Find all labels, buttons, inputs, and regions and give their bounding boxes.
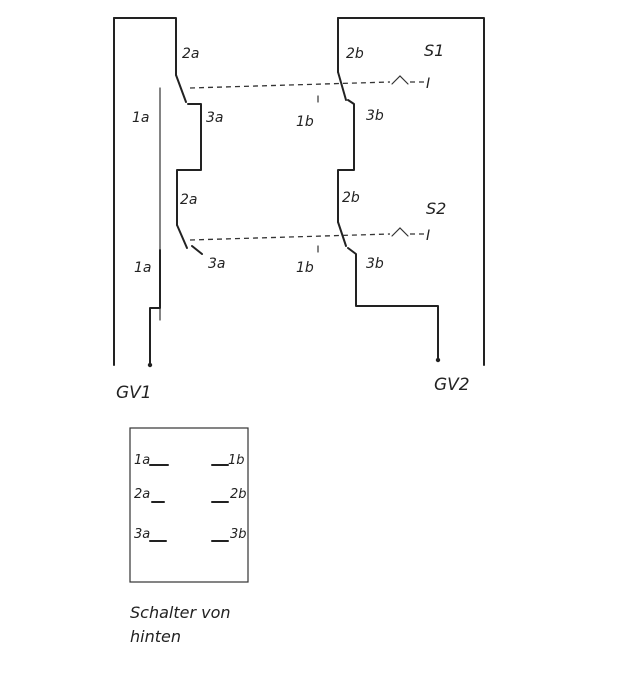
- label-s1-2b: 2b: [346, 46, 364, 62]
- s1-actuator-caret: [391, 75, 409, 85]
- label-s1: S1: [424, 41, 444, 60]
- label-s2: S2: [426, 199, 446, 218]
- rear-view-caption-line1: Schalter von: [130, 603, 231, 622]
- label-gv1: GV1: [116, 383, 152, 403]
- s1-lever-b: [337, 71, 347, 101]
- label-s2-1a: 1a: [134, 260, 152, 276]
- label-s1-3a: 3a: [206, 110, 224, 126]
- label-s1-marker: I: [426, 76, 430, 92]
- label-s1-1b: 1b: [296, 114, 314, 130]
- s2-mechanical-link: [189, 233, 391, 241]
- label-s2-2b: 2b: [342, 190, 360, 206]
- label-s1-1a: 1a: [132, 110, 150, 126]
- label-s2-1b: 1b: [296, 260, 314, 276]
- rear-view-caption-line2: hinten: [130, 627, 181, 646]
- label-s1-3b: 3b: [366, 108, 384, 124]
- label-gv2: GV2: [434, 375, 470, 395]
- rear-pin-2a: 2a: [134, 487, 150, 502]
- gv2-terminal-dot: [435, 357, 441, 363]
- s2-lever-b: [337, 221, 347, 247]
- label-s1-2a: 2a: [182, 46, 200, 62]
- label-s2-3a: 3a: [208, 256, 226, 272]
- s1-b3-to-s2-b2-wire: [337, 99, 355, 223]
- gv2-lower-wire: [347, 247, 439, 361]
- gv1-lower-wire: [149, 249, 161, 366]
- s2-actuator-caret: [391, 227, 409, 237]
- s1-lever-a: [175, 74, 187, 103]
- gv2-outer-wire: [337, 17, 485, 366]
- rear-pin-3a: 3a: [134, 527, 150, 542]
- rear-pin-1a: 1a: [134, 453, 150, 468]
- s2-contact-3a: [191, 245, 203, 255]
- label-s2-marker: I: [426, 228, 430, 244]
- label-s2-2a: 2a: [180, 192, 198, 208]
- rear-pin-3b: 3b: [230, 527, 247, 542]
- s2-lever-a: [176, 224, 188, 249]
- rear-pin-1b: 1b: [228, 453, 245, 468]
- s1-mechanical-link: [189, 81, 391, 89]
- gv1-top-bus: [113, 17, 177, 76]
- rear-view-box: [129, 427, 249, 583]
- gv1-terminal-dot: [147, 362, 153, 368]
- s1-a3-to-s2-a2-wire: [176, 103, 202, 226]
- label-s2-3b: 3b: [366, 256, 384, 272]
- rear-pin-2b: 2b: [230, 487, 247, 502]
